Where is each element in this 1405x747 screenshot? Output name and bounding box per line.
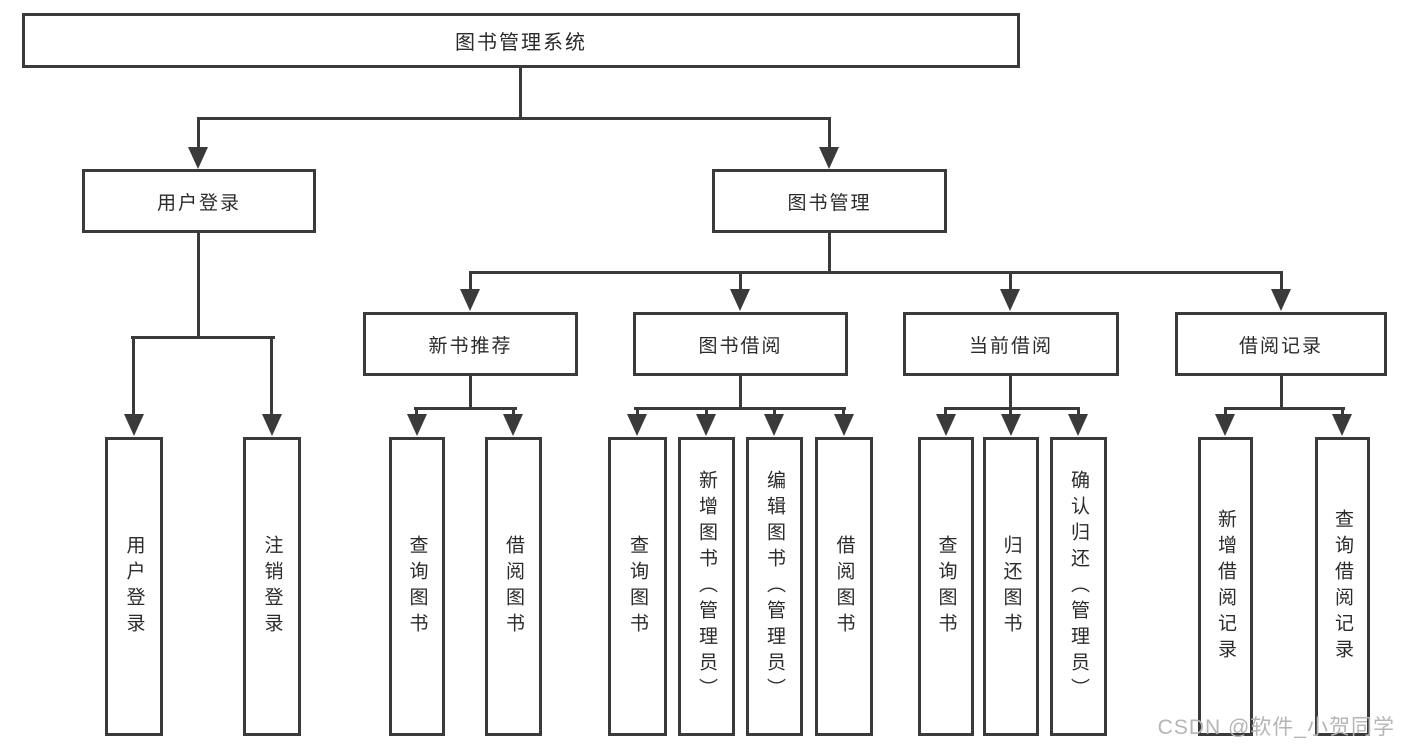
- leaf-user-login-label: 用户登录: [123, 534, 145, 639]
- connector-vline: [828, 117, 831, 150]
- arrowhead-down-icon: [1068, 414, 1088, 436]
- connector-vline: [1009, 407, 1012, 417]
- leaf-query-books-borrowing-label: 查询图书: [627, 534, 648, 639]
- leaf-query-books-borrowing: 查询图书: [608, 437, 667, 736]
- leaf-confirm-return-admin-label: 确认归还（管理员）: [1068, 469, 1089, 704]
- connector-vline: [197, 117, 200, 150]
- leaf-add-book-admin-label: 新增图书（管理员）: [696, 469, 717, 704]
- arrowhead-down-icon: [460, 289, 480, 311]
- connector-vline: [132, 336, 135, 416]
- connector-hline: [414, 407, 517, 410]
- connector-vline: [1280, 271, 1283, 291]
- connector-vline: [1280, 376, 1283, 410]
- arrowhead-down-icon: [1332, 414, 1352, 436]
- connector-vline: [469, 271, 472, 291]
- connector-hline: [1224, 407, 1345, 410]
- connector-vline: [469, 376, 472, 410]
- node-borrowing-records-label: 借阅记录: [1238, 335, 1323, 357]
- connector-vline: [1224, 407, 1227, 417]
- node-book-management: 图书管理: [712, 169, 947, 233]
- connector-vline: [773, 407, 776, 417]
- leaf-user-login: 用户登录: [105, 437, 163, 736]
- leaf-query-books-recommend: 查询图书: [389, 437, 445, 736]
- connector-vline: [636, 407, 639, 417]
- connector-vline: [1009, 376, 1012, 410]
- connector-vline: [1077, 407, 1080, 417]
- connector-hline: [197, 117, 831, 120]
- arrowhead-down-icon: [1000, 289, 1020, 311]
- connector-vline: [512, 407, 515, 417]
- leaf-query-borrow-record: 查询借阅记录: [1315, 437, 1370, 736]
- leaf-return-book: 归还图书: [983, 437, 1039, 736]
- leaf-add-borrow-record: 新增借阅记录: [1198, 437, 1253, 736]
- arrowhead-down-icon: [262, 414, 282, 436]
- leaf-logout-label: 注销登录: [261, 534, 283, 639]
- node-user-login-label: 用户登录: [156, 192, 241, 214]
- node-book-management-label: 图书管理: [787, 192, 872, 214]
- leaf-borrow-books-recommend: 借阅图书: [485, 437, 542, 736]
- arrowhead-down-icon: [627, 414, 647, 436]
- node-book-borrowing-label: 图书借阅: [698, 335, 783, 357]
- arrowhead-down-icon: [764, 414, 784, 436]
- connector-vline: [842, 407, 845, 417]
- connector-vline: [1009, 271, 1012, 291]
- arrowhead-down-icon: [819, 147, 839, 169]
- connector-vline: [270, 336, 273, 416]
- leaf-query-books-recommend-label: 查询图书: [406, 534, 428, 639]
- arrowhead-down-icon: [407, 414, 427, 436]
- connector-hline: [469, 271, 1283, 274]
- leaf-query-borrow-record-label: 查询借阅记录: [1332, 508, 1353, 665]
- node-root: 图书管理系统: [22, 13, 1020, 68]
- arrowhead-down-icon: [936, 414, 956, 436]
- node-new-book-recommendation-label: 新书推荐: [428, 335, 513, 357]
- leaf-borrow-books-borrowing-label: 借阅图书: [833, 534, 855, 639]
- leaf-logout: 注销登录: [243, 437, 301, 736]
- node-user-login: 用户登录: [82, 169, 316, 233]
- connector-vline: [944, 407, 947, 417]
- leaf-add-borrow-record-label: 新增借阅记录: [1215, 508, 1236, 665]
- leaf-edit-book-admin: 编辑图书（管理员）: [746, 437, 803, 736]
- node-current-borrowing: 当前借阅: [903, 312, 1119, 376]
- leaf-edit-book-admin-label: 编辑图书（管理员）: [764, 469, 785, 704]
- connector-vline: [705, 407, 708, 417]
- connector-vline: [739, 271, 742, 291]
- arrowhead-down-icon: [1001, 414, 1021, 436]
- connector-hline: [634, 407, 846, 410]
- leaf-confirm-return-admin: 确认归还（管理员）: [1050, 437, 1107, 736]
- connector-vline: [739, 376, 742, 410]
- node-root-label: 图书管理系统: [455, 32, 587, 54]
- arrowhead-down-icon: [834, 414, 854, 436]
- connector-vline: [197, 233, 200, 339]
- node-book-borrowing: 图书借阅: [633, 312, 848, 376]
- arrowhead-down-icon: [188, 147, 208, 169]
- arrowhead-down-icon: [730, 289, 750, 311]
- leaf-query-books-current-label: 查询图书: [935, 534, 957, 639]
- arrowhead-down-icon: [124, 414, 144, 436]
- connector-hline: [944, 407, 1080, 410]
- connector-vline: [1341, 407, 1344, 417]
- leaf-return-book-label: 归还图书: [1000, 534, 1022, 639]
- leaf-borrow-books-borrowing: 借阅图书: [815, 437, 873, 736]
- connector-vline: [415, 407, 418, 417]
- arrowhead-down-icon: [1215, 414, 1235, 436]
- leaf-add-book-admin: 新增图书（管理员）: [678, 437, 735, 736]
- arrowhead-down-icon: [1271, 289, 1291, 311]
- node-new-book-recommendation: 新书推荐: [363, 312, 578, 376]
- connector-hline: [131, 336, 275, 339]
- leaf-query-books-current: 查询图书: [918, 437, 974, 736]
- arrowhead-down-icon: [503, 414, 523, 436]
- connector-vline: [519, 68, 522, 120]
- arrowhead-down-icon: [696, 414, 716, 436]
- node-borrowing-records: 借阅记录: [1175, 312, 1387, 376]
- leaf-borrow-books-recommend-label: 借阅图书: [503, 534, 524, 639]
- csdn-watermark: CSDN @软件_小贺同学: [1157, 716, 1395, 739]
- node-current-borrowing-label: 当前借阅: [968, 335, 1053, 357]
- connector-vline: [828, 233, 831, 274]
